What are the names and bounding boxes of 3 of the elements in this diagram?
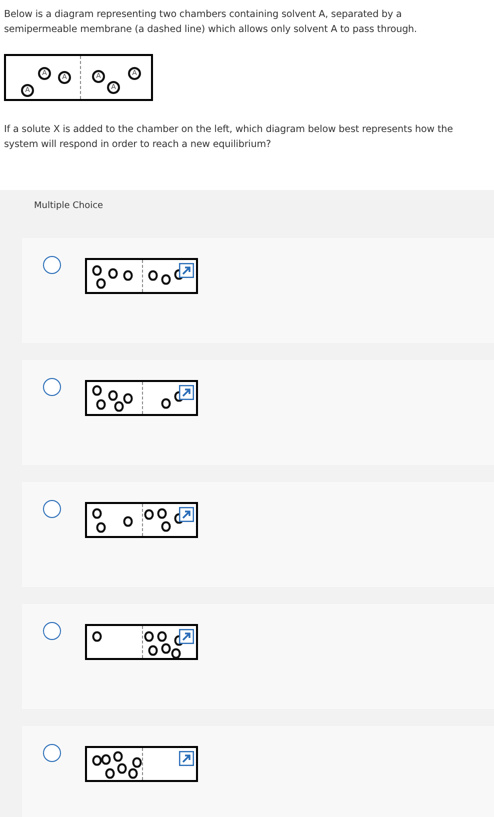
question-text: If a solute X is added to the chamber on the left, which diagram below best represents how the system will respond in order to reach a new equilibrium? [4, 123, 454, 152]
section-heading: Multiple Choice [34, 201, 104, 211]
question-text: Below is a diagram representing two chambers containing solvent A, separated by a semipermeable membrane (a dashed line) which allows only solvent A to pass through. [4, 8, 418, 37]
